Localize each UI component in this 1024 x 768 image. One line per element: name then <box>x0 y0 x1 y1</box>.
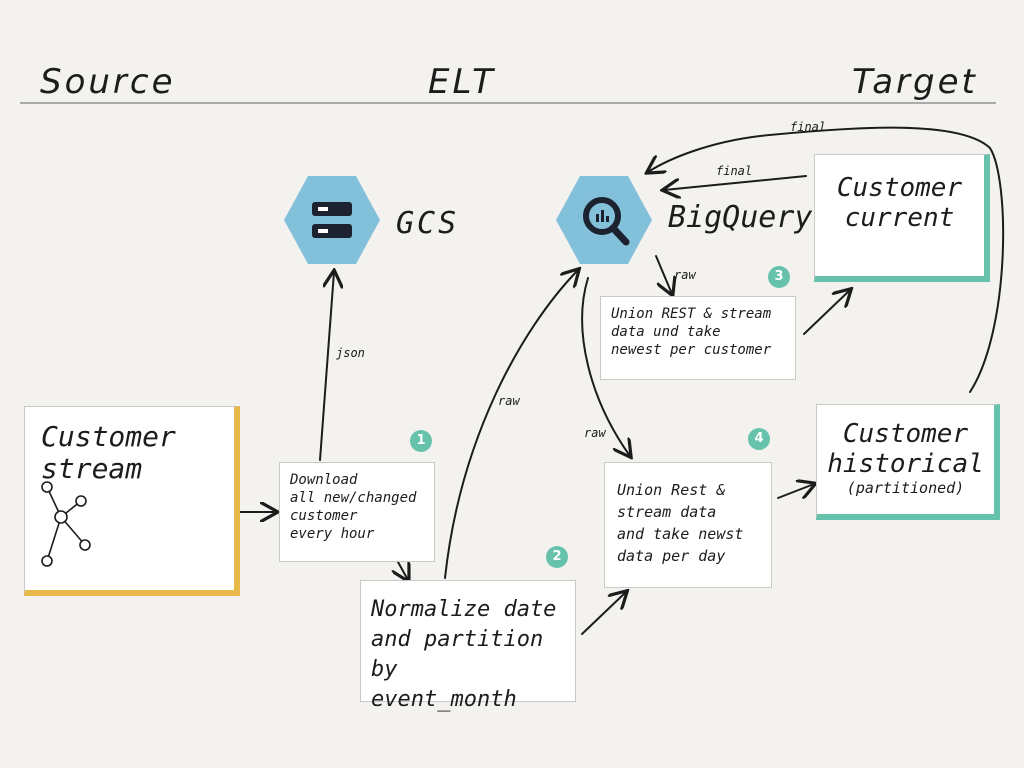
normalize-box: Normalize date and partition by event_mo… <box>360 580 576 712</box>
graph-icon <box>41 481 91 567</box>
gcs-label: GCS <box>396 206 460 241</box>
customer-stream-box: Customer stream <box>24 406 240 596</box>
arrow-normalize-to-unionday <box>581 592 626 635</box>
badge-3: 3 <box>768 266 790 288</box>
customer-current-label: Customer current <box>836 173 963 233</box>
header-source: Source <box>40 62 176 102</box>
bigquery-label: BigQuery <box>668 200 813 235</box>
customer-historical-sub: (partitioned) <box>846 479 965 497</box>
arrow-historical-to-bigquery <box>648 126 1005 393</box>
arrow-unionstream-to-current <box>803 290 850 335</box>
bigquery-node <box>556 172 652 268</box>
header-elt: ELT <box>428 62 496 102</box>
header-target: Target <box>852 62 978 102</box>
label-json: json <box>336 346 365 360</box>
label-raw-unionstream: raw <box>674 268 696 282</box>
customer-current-box: Customer current <box>814 154 990 282</box>
customer-historical-label: Customer historical <box>827 419 984 479</box>
arrow-current-to-bigquery <box>664 175 807 190</box>
badge-2: 2 <box>546 546 568 568</box>
header-divider <box>20 102 996 104</box>
customer-historical-box: Customer historical (partitioned) <box>816 404 1000 520</box>
arrow-download-to-gcs <box>319 272 334 461</box>
magnifier-chart-icon <box>556 176 652 264</box>
customer-stream-label: Customer stream <box>41 420 176 485</box>
arrow-normalize-to-bigquery <box>444 270 578 579</box>
union-rest-stream-box: Union REST & stream data und take newest… <box>600 296 796 380</box>
label-raw-unionday: raw <box>584 426 606 440</box>
union-rest-day-box: Union Rest & stream data and take newst … <box>604 462 772 588</box>
arrow-unionday-to-historical <box>777 484 814 498</box>
arrow-download-to-normalize <box>398 561 408 580</box>
storage-icon <box>284 176 380 264</box>
label-final-current: final <box>716 164 753 178</box>
label-raw-normalize: raw <box>498 394 520 408</box>
badge-1: 1 <box>410 430 432 452</box>
arrow-bigquery-to-unionday <box>581 277 630 456</box>
download-box: Download all new/changed customer every … <box>279 462 435 562</box>
arrow-bigquery-to-unionstream <box>655 255 672 294</box>
gcs-node <box>284 172 380 268</box>
label-final-historical: final <box>790 120 827 134</box>
badge-4: 4 <box>748 428 770 450</box>
